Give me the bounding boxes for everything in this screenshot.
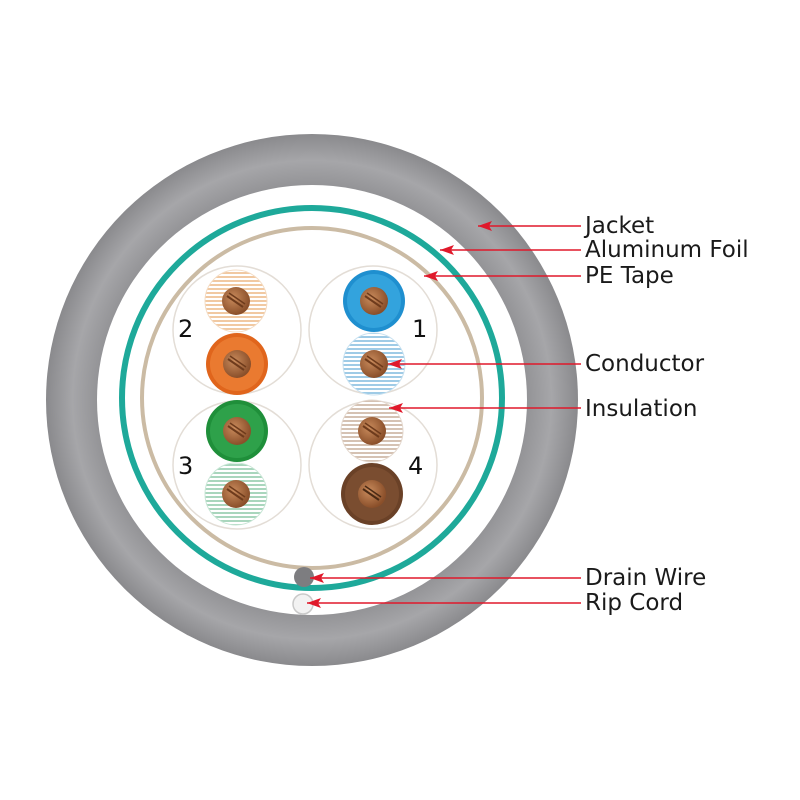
pe-tape-label: PE Tape: [585, 263, 674, 289]
pair-number-4: 4: [408, 452, 423, 480]
jacket-inner-white: [97, 185, 527, 615]
pointer-lines: [307, 225, 581, 604]
pair-1-wire-blue-white: [342, 332, 406, 396]
pe-tape-ring: [140, 226, 484, 570]
drain-wire-label: Drain Wire: [585, 565, 706, 591]
pair-number-2: 2: [178, 315, 193, 343]
pair-3-wire-green-white: [204, 462, 268, 526]
pointer-arrowheads: [307, 221, 492, 608]
drain-wire: [294, 567, 314, 587]
pair-2-wire-orange: [206, 333, 268, 395]
aluminum-foil-label: Aluminum Foil: [585, 237, 749, 263]
pair-number-3: 3: [178, 452, 193, 480]
insulation-label: Insulation: [585, 396, 697, 422]
pair-3-wire-green: [206, 400, 268, 462]
conductor-label: Conductor: [585, 351, 705, 377]
pair-4-wire-brown-white: [340, 399, 404, 463]
pair-4-wire-brown: [341, 463, 403, 525]
rip-cord-label: Rip Cord: [585, 590, 683, 616]
aluminum-foil-ring: [119, 205, 505, 591]
pair-2-wire-orange-white: [204, 269, 268, 333]
pair-number-1: 1: [412, 315, 427, 343]
pair-1-wire-blue: [343, 270, 405, 332]
jacket-label: Jacket: [583, 213, 654, 239]
